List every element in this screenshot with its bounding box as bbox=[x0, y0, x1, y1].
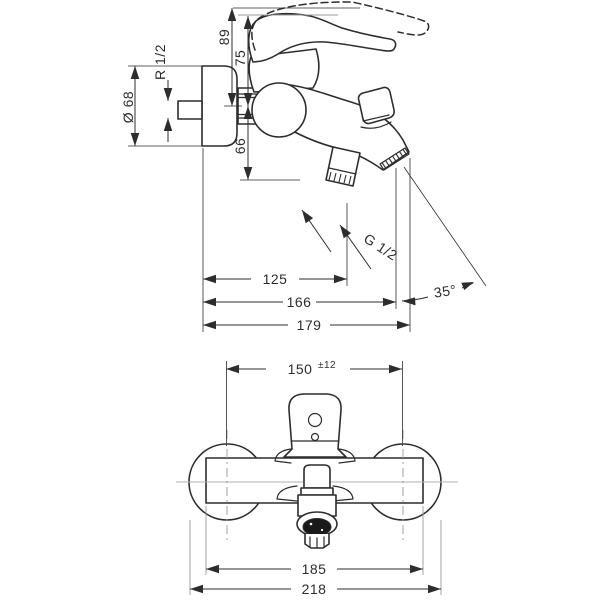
dim-escutcheon-diameter: Ø 68 bbox=[120, 65, 205, 147]
dim-spout-angle: 35° bbox=[401, 281, 474, 306]
shower-thread-label: G 1/2 bbox=[361, 230, 401, 263]
front-view: 150 ±12 185 218 bbox=[176, 360, 458, 597]
escutcheon-side bbox=[201, 65, 238, 147]
dim-depth-aerator: 166 bbox=[203, 294, 396, 310]
depth-179-label: 179 bbox=[297, 317, 322, 333]
dim-overall-width: 218 bbox=[189, 520, 442, 597]
lever-handle-raised bbox=[251, 1, 430, 51]
wall-thread-label: R 1/2 bbox=[152, 44, 168, 80]
spout-front bbox=[296, 464, 338, 549]
height-89-label: 89 bbox=[216, 29, 232, 46]
wall-nipple bbox=[177, 100, 203, 120]
aerator-face bbox=[302, 518, 332, 536]
width-185-label: 185 bbox=[302, 561, 327, 577]
diverter-knob bbox=[357, 86, 395, 129]
handle-front bbox=[283, 393, 347, 458]
escutcheon-diameter-label: Ø 68 bbox=[120, 91, 136, 123]
aerator-side bbox=[379, 147, 410, 171]
ball-joint bbox=[251, 82, 307, 138]
spout-angle-label: 35° bbox=[433, 281, 458, 300]
shower-outlet bbox=[325, 146, 361, 187]
dim-body-width: 185 bbox=[205, 506, 424, 577]
dim-depth-shower-outlet: 125 bbox=[203, 271, 347, 287]
depth-125-label: 125 bbox=[263, 271, 288, 287]
dim-height-lever-raised: 89 bbox=[216, 7, 360, 107]
width-218-label: 218 bbox=[302, 581, 327, 597]
spout-angle-line bbox=[403, 166, 487, 287]
dim-connection-centers: 150 ±12 bbox=[226, 360, 403, 446]
side-view-fixture bbox=[177, 1, 430, 187]
height-75-label: 75 bbox=[232, 50, 248, 67]
lever-handle bbox=[247, 12, 397, 63]
dim-depth-overall: 179 bbox=[203, 317, 410, 333]
dim-wall-thread: R 1/2 bbox=[152, 44, 173, 142]
dim-height-lever: 75 bbox=[232, 14, 338, 106]
dim-height-below-center: 66 bbox=[232, 106, 300, 181]
front-view-fixture bbox=[176, 393, 458, 549]
width-150-tolerance-label: ±12 bbox=[318, 360, 336, 371]
dim-shower-hose-thread: G 1/2 bbox=[301, 209, 401, 270]
depth-166-label: 166 bbox=[287, 294, 312, 310]
height-66-label: 66 bbox=[232, 138, 248, 155]
side-view: Ø 68 R 1/2 89 75 66 bbox=[120, 1, 487, 333]
width-150-label: 150 bbox=[288, 361, 313, 377]
